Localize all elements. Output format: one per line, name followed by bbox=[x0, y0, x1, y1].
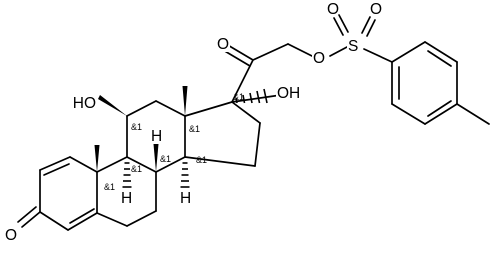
bond-c6-c5 bbox=[96, 212, 128, 227]
bond-c11-c12 bbox=[126, 100, 157, 117]
bond-c7-c6 bbox=[126, 210, 157, 227]
bond-c20-c21 bbox=[252, 43, 289, 61]
atom-ester-o: O bbox=[313, 50, 325, 67]
bond-c1-c2-inner bbox=[43, 163, 70, 176]
bond-ar-inner-b bbox=[427, 100, 452, 117]
stereo-label-c17: &1 bbox=[233, 92, 244, 102]
bond-ar-2-3 bbox=[391, 103, 426, 125]
bond-s-o-left-2 bbox=[338, 14, 349, 33]
bond-c9-c8 bbox=[126, 156, 157, 173]
wedge-c10-methyl bbox=[94, 145, 100, 172]
bond-ar-inner-c bbox=[427, 50, 452, 67]
bond-s-o-left bbox=[333, 17, 344, 36]
stereo-label-c10: &1 bbox=[104, 182, 115, 192]
wedge-c11-ho bbox=[98, 95, 127, 116]
bond-c3-o bbox=[21, 211, 41, 228]
bond-c21-o bbox=[287, 43, 313, 57]
atom-sulfonyl-o-right: O bbox=[370, 1, 382, 18]
stereo-label-c8: &1 bbox=[160, 154, 171, 164]
bond-c10-c1 bbox=[69, 156, 98, 173]
stereo-descriptors: &1 &1 &1 &1 &1 &1 &1 bbox=[104, 92, 244, 192]
atom-carbonyl-o: O bbox=[217, 36, 229, 53]
bond-ar-3-4 bbox=[424, 103, 458, 125]
hash-c14-h bbox=[180, 162, 190, 188]
bond-s-o-right-2 bbox=[366, 19, 376, 37]
atom-sulfur: S bbox=[348, 38, 358, 55]
bond-ar-methyl bbox=[456, 103, 490, 125]
hash-c9-h bbox=[122, 162, 132, 188]
bond-c1-c2 bbox=[39, 156, 71, 171]
atom-ketone-o: O bbox=[5, 227, 17, 244]
atom-labels: O O S O O OH HO H H H O bbox=[4, 1, 382, 244]
bond-c10-c9 bbox=[96, 156, 128, 173]
bond-c12-c13 bbox=[155, 100, 186, 117]
atom-h-9: H bbox=[121, 190, 132, 207]
bond-c13-c17 bbox=[184, 101, 233, 117]
bond-c16-c15 bbox=[254, 122, 261, 167]
atom-h-14: H bbox=[180, 190, 191, 207]
wedge-c8-h bbox=[153, 144, 159, 172]
stereo-label-c13: &1 bbox=[189, 124, 200, 134]
bond-c14-c8 bbox=[155, 156, 186, 173]
wedge-c13-methyl bbox=[182, 86, 188, 116]
bond-c4-c5-inner bbox=[69, 208, 95, 224]
bond-c15-c14 bbox=[184, 156, 256, 167]
bond-c20-o-2 bbox=[222, 49, 251, 67]
atom-h-8: H bbox=[151, 128, 162, 145]
bond-c17-c16 bbox=[231, 101, 261, 124]
stereo-label-c9: &1 bbox=[131, 164, 142, 174]
bond-c17-c20 bbox=[231, 59, 254, 103]
hash-c17-oh bbox=[235, 88, 268, 104]
bond-o-s bbox=[329, 46, 348, 57]
stereo-bonds bbox=[94, 86, 268, 188]
bond-c17-oh bbox=[231, 94, 282, 103]
bond-s-ring bbox=[363, 48, 393, 63]
stereo-label-c14: &1 bbox=[196, 155, 207, 165]
bonds bbox=[17, 14, 490, 231]
stereo-label-c11: &1 bbox=[131, 122, 142, 132]
bond-ar-5-6 bbox=[424, 41, 458, 63]
bond-c20-o bbox=[225, 43, 254, 61]
atom-ho-11: HO bbox=[73, 95, 96, 112]
atom-oh-17: OH bbox=[277, 85, 300, 102]
bond-ar-6-1 bbox=[391, 41, 426, 63]
bond-s-o-right bbox=[361, 16, 371, 34]
bond-c4-c5 bbox=[67, 212, 98, 231]
bond-c3-c4 bbox=[39, 211, 69, 231]
bond-c3-o-2 bbox=[17, 206, 37, 223]
atom-sulfonyl-o-left: O bbox=[327, 1, 339, 18]
